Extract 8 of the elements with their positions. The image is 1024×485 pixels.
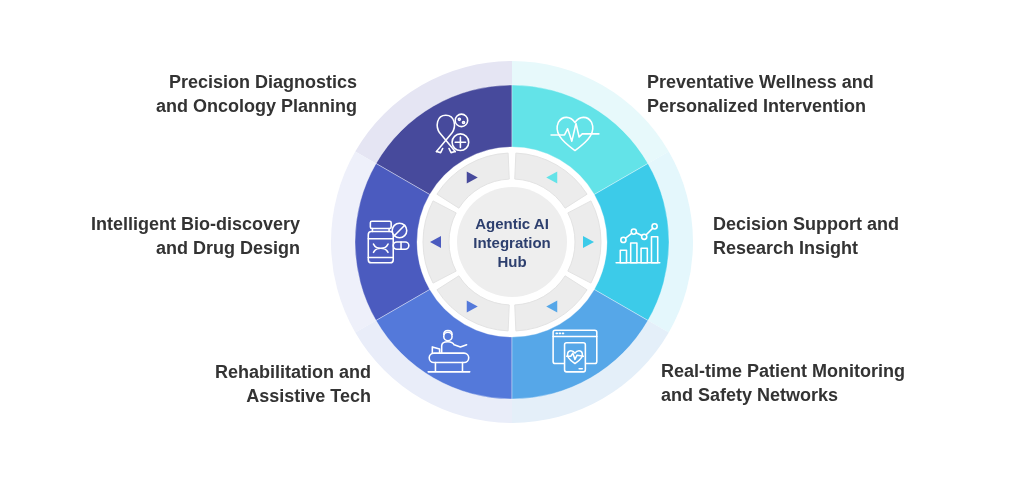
segment-label: Decision Support and Research Insight <box>713 213 900 260</box>
segment-label: Precision Diagnostics and Oncology Planning <box>155 71 357 118</box>
segment-label: Preventative Wellness and Personalized Intervention <box>647 71 875 118</box>
segment-label: Rehabilitation and Assistive Tech <box>214 361 371 408</box>
segment-label: Intelligent Bio-discovery and Drug Design <box>89 213 300 260</box>
segment-label: Real-time Patient Monitoring and Safety Networks <box>661 360 906 407</box>
hub-label: Agentic AI Integration Hub <box>472 213 552 271</box>
hub-circle <box>457 187 567 297</box>
